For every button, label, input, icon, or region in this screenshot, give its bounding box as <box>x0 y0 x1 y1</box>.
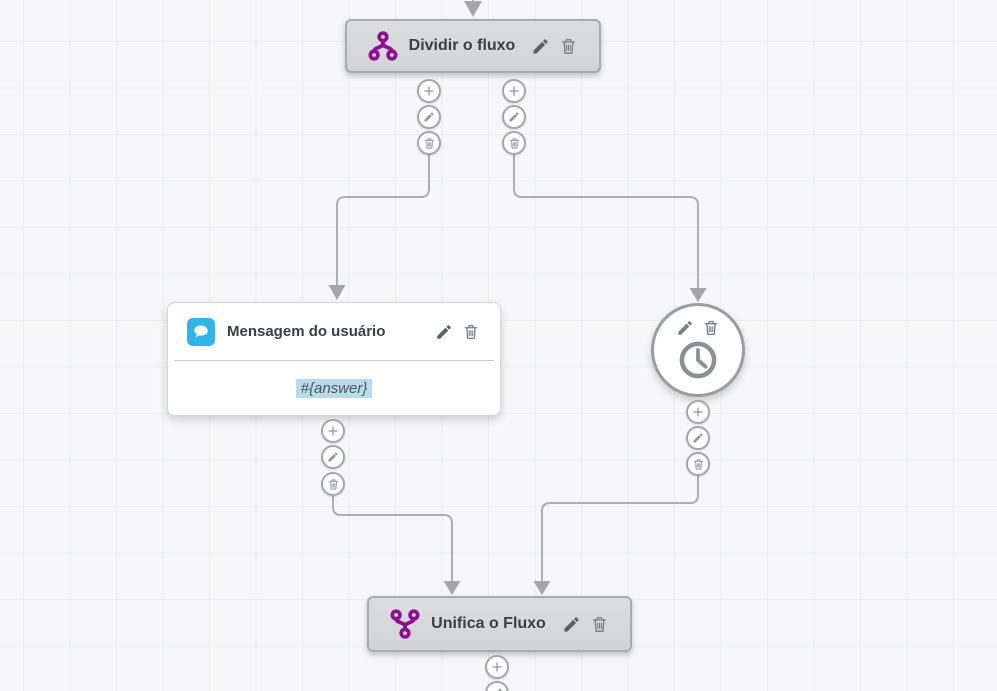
user-message-node-body: #{answer} <box>168 361 500 415</box>
port-edit-button[interactable] <box>686 426 710 450</box>
port-add-button[interactable] <box>417 79 441 103</box>
variable-chip: #{answer} <box>295 378 373 398</box>
delete-node-icon[interactable] <box>559 37 578 56</box>
merge-flow-icon <box>390 609 420 639</box>
connector-message-to-merge <box>332 496 453 581</box>
split-flow-node[interactable]: Dividir o fluxo <box>345 19 601 73</box>
arrowhead-into-message <box>328 285 346 300</box>
edit-node-icon[interactable] <box>676 319 694 337</box>
connector-split-to-message <box>336 155 430 285</box>
split-flow-icon <box>368 31 398 61</box>
port-delete-button[interactable] <box>502 131 526 155</box>
user-message-node[interactable]: Mensagem do usuário #{answer} <box>167 302 501 416</box>
port-delete-button[interactable] <box>686 452 710 476</box>
split-node-label: Dividir o fluxo <box>408 37 516 54</box>
delete-node-icon[interactable] <box>462 323 480 341</box>
connector-timer-to-merge <box>541 476 699 581</box>
timer-node[interactable] <box>651 303 745 397</box>
port-add-button[interactable] <box>502 79 526 103</box>
arrowhead-timer-into-merge <box>533 581 551 595</box>
port-edit-button[interactable] <box>502 105 526 129</box>
clock-icon <box>677 339 719 381</box>
port-delete-button[interactable] <box>321 472 345 496</box>
merge-node-label: Unifica o Fluxo <box>431 615 546 632</box>
port-delete-button[interactable] <box>417 131 441 155</box>
edit-node-icon[interactable] <box>562 615 581 634</box>
merge-flow-node[interactable]: Unifica o Fluxo <box>367 596 632 652</box>
edit-node-icon[interactable] <box>531 37 550 56</box>
user-message-node-header: Mensagem do usuário <box>168 303 500 360</box>
arrowhead-into-split <box>464 1 482 17</box>
delete-node-icon[interactable] <box>702 319 720 337</box>
arrowhead-into-timer <box>689 288 707 302</box>
port-edit-button[interactable] <box>321 445 345 469</box>
user-message-node-label: Mensagem do usuário <box>227 323 386 340</box>
delete-node-icon[interactable] <box>590 615 609 634</box>
port-add-button[interactable] <box>686 400 710 424</box>
node-header-divider <box>174 360 494 361</box>
edit-node-icon[interactable] <box>435 323 453 341</box>
arrowhead-message-into-merge <box>443 581 461 595</box>
port-add-button[interactable] <box>321 419 345 443</box>
port-edit-button[interactable] <box>417 105 441 129</box>
port-add-button[interactable] <box>485 655 509 679</box>
chat-bubble-icon <box>187 317 215 346</box>
connector-split-to-timer <box>513 155 699 288</box>
